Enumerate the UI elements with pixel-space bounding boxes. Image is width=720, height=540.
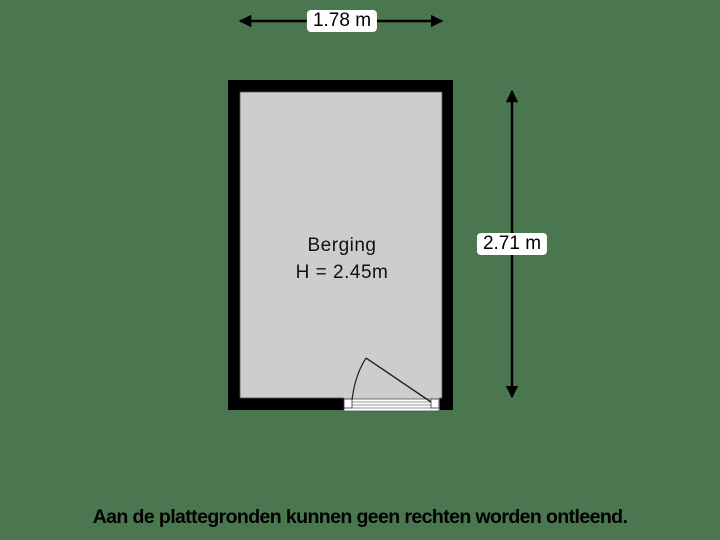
width-dimension-label: 1.78 m	[306, 10, 378, 32]
room-walls	[228, 80, 453, 410]
depth-dimension-label: 2.71 m	[476, 233, 548, 255]
disclaimer-text: Aan de plattegronden kunnen geen rechten…	[92, 506, 628, 528]
door	[343, 357, 440, 412]
room-name: Berging	[307, 235, 377, 256]
room-height: H = 2.45m	[295, 262, 389, 283]
room-label: Berging H = 2.45m	[296, 232, 389, 286]
